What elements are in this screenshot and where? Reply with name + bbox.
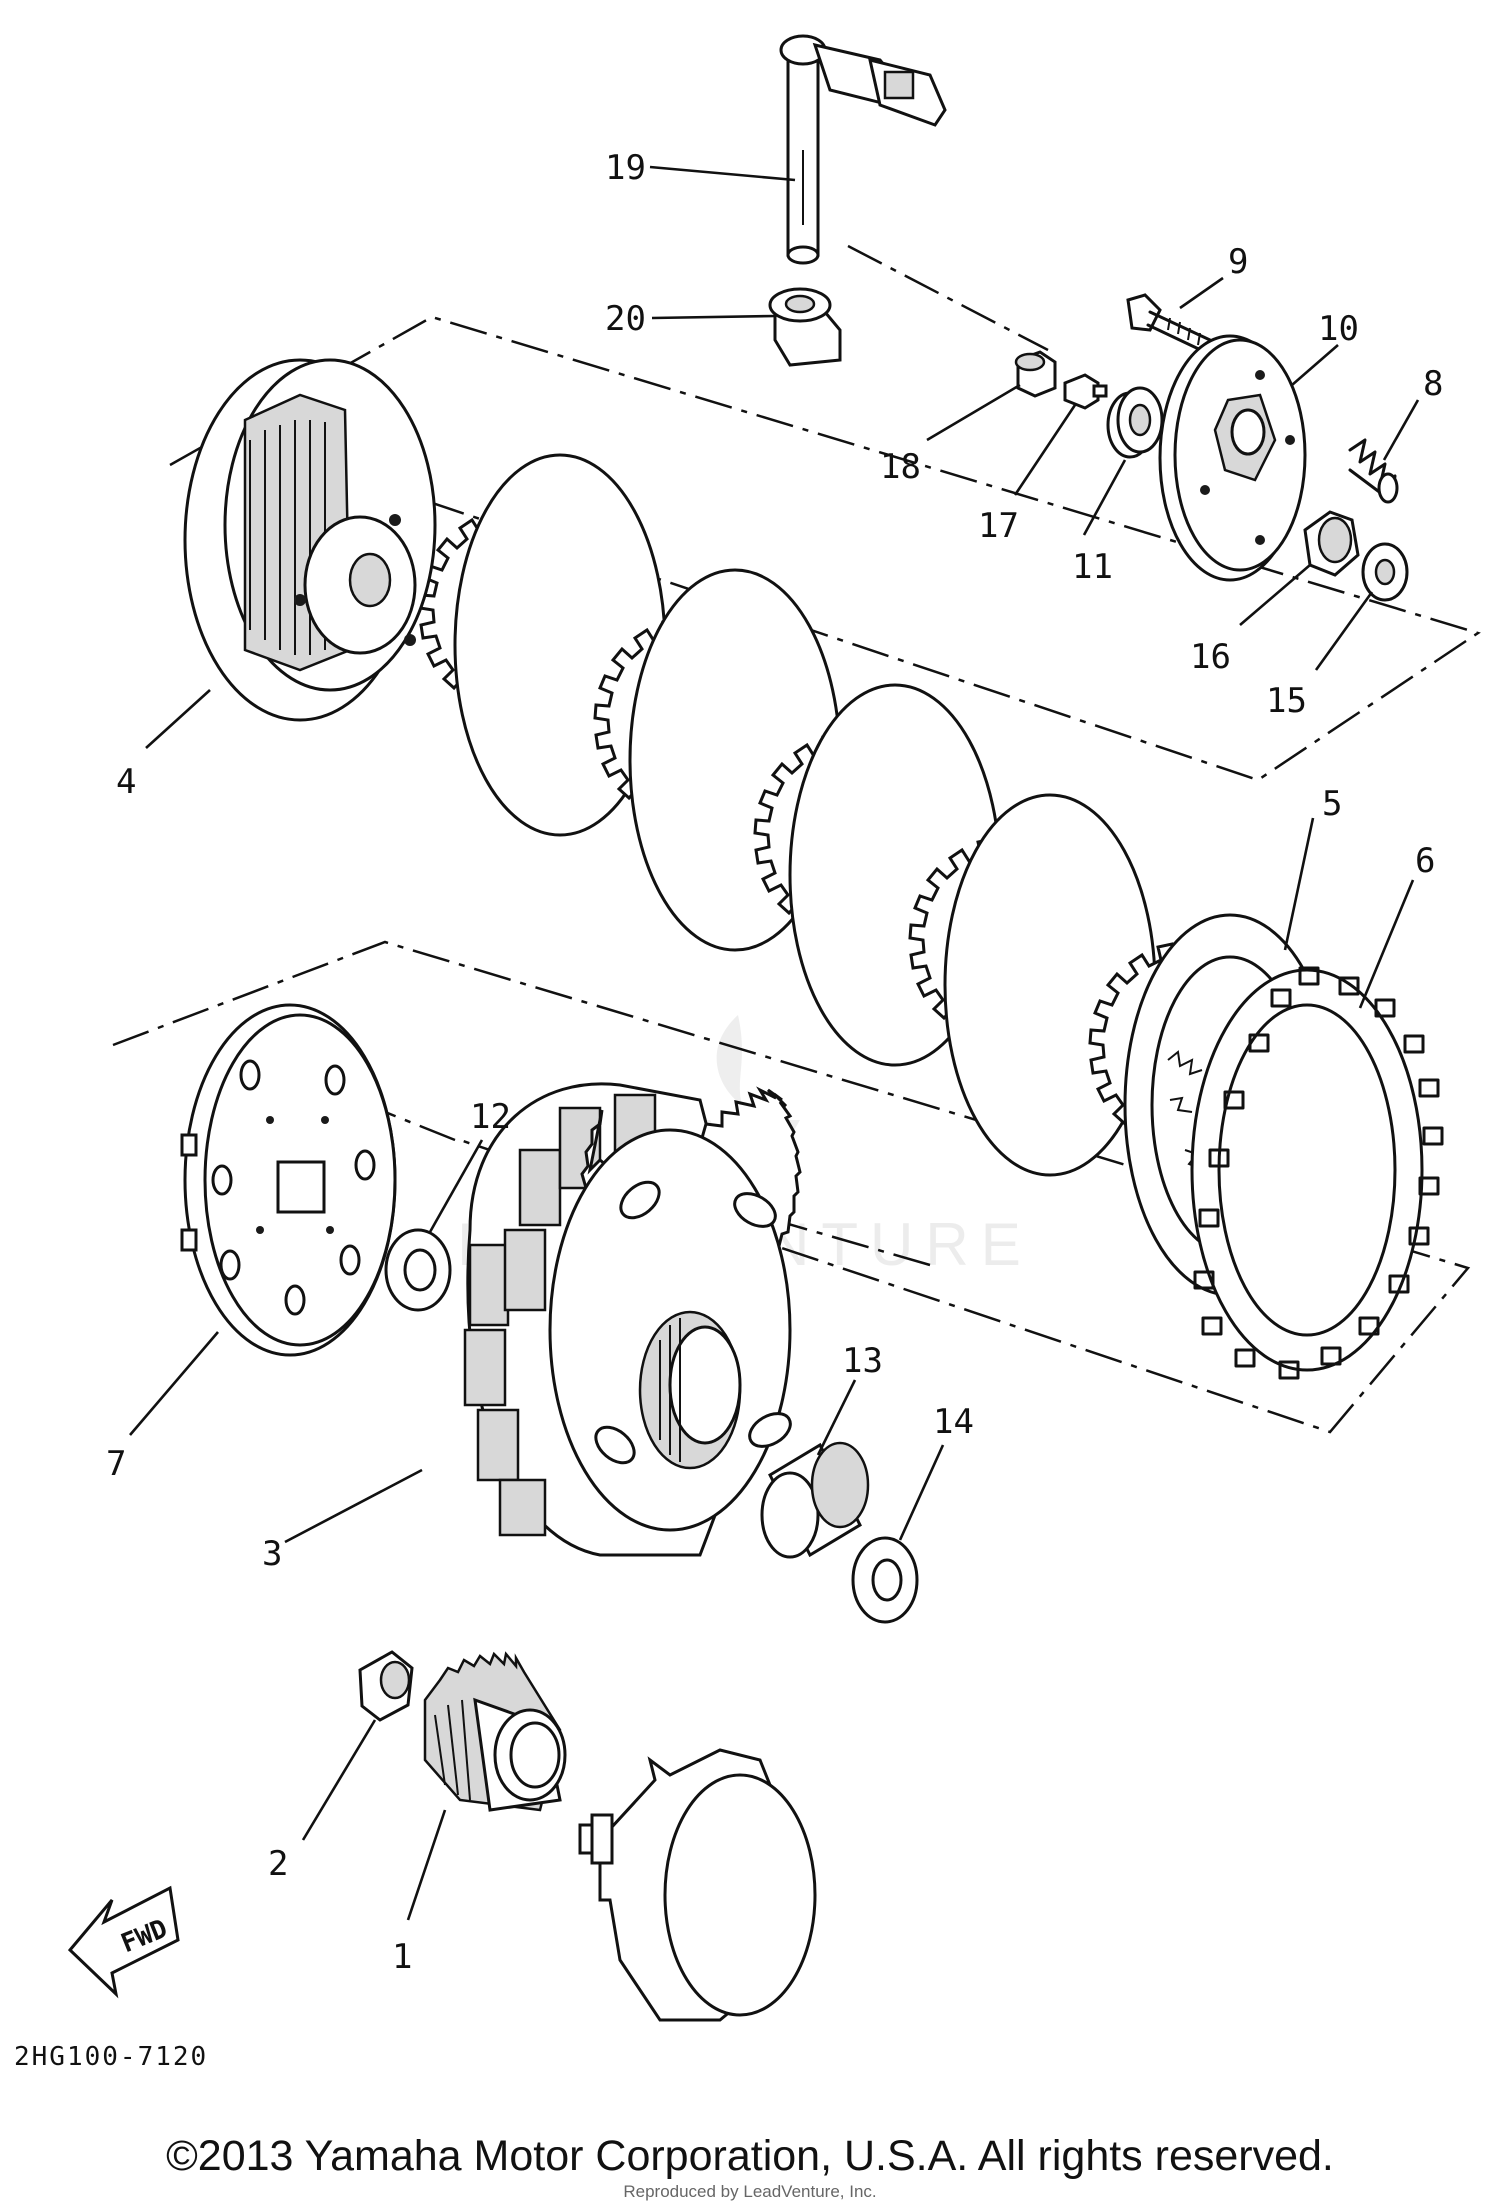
clutch-boss-part-4 bbox=[183, 358, 437, 722]
callout-18: 18 bbox=[880, 447, 921, 487]
clutch-housing-part-3 bbox=[463, 1082, 802, 1557]
callout-1: 1 bbox=[392, 1937, 412, 1977]
leader-lines bbox=[129, 165, 1420, 1921]
copyright-notice: ©2013 Yamaha Motor Corporation, U.S.A. A… bbox=[166, 2132, 1334, 2180]
callout-2: 2 bbox=[268, 1844, 288, 1884]
friction-plate-part-6 bbox=[1190, 966, 1444, 1380]
callout-19: 19 bbox=[605, 148, 646, 188]
bolt-part-9 bbox=[1126, 293, 1212, 354]
callout-10: 10 bbox=[1318, 309, 1359, 349]
washer-part-14 bbox=[851, 1536, 919, 1624]
callout-labels: 1 2 3 4 5 6 7 8 9 10 11 12 13 14 15 16 1… bbox=[106, 148, 1443, 1977]
callout-7: 7 bbox=[106, 1444, 126, 1484]
bearing-part-11 bbox=[1106, 386, 1164, 459]
callout-17: 17 bbox=[978, 506, 1019, 546]
push-rod-part-17 bbox=[1063, 373, 1108, 410]
plug-part-18 bbox=[1014, 350, 1057, 398]
callout-8: 8 bbox=[1423, 364, 1443, 404]
drive-gear-part-1 bbox=[423, 1651, 567, 1812]
nut-part-16 bbox=[1303, 510, 1360, 577]
callout-3: 3 bbox=[262, 1534, 282, 1574]
callout-11: 11 bbox=[1072, 547, 1113, 587]
callout-15: 15 bbox=[1266, 681, 1307, 721]
callout-13: 13 bbox=[842, 1341, 883, 1381]
washer-part-12 bbox=[384, 1228, 452, 1312]
callout-9: 9 bbox=[1228, 242, 1248, 282]
callout-5: 5 bbox=[1322, 784, 1342, 824]
callout-4: 4 bbox=[116, 762, 136, 802]
diagram-code: 2HG100-7120 bbox=[14, 2042, 209, 2072]
reproduced-note: Reproduced by LeadVenture, Inc. bbox=[623, 2182, 877, 2201]
spring-part-8 bbox=[1348, 438, 1399, 504]
washer-part-15 bbox=[1361, 542, 1409, 602]
collar-part-13 bbox=[760, 1441, 870, 1559]
crankshaft-cover bbox=[578, 1748, 817, 2022]
pressure-plate-part-10 bbox=[1158, 334, 1307, 582]
push-lever-part-19 bbox=[779, 34, 947, 265]
pressure-plate-part-7 bbox=[180, 1003, 397, 1357]
callout-16: 16 bbox=[1190, 637, 1231, 677]
callout-14: 14 bbox=[933, 1402, 974, 1442]
callout-12: 12 bbox=[470, 1097, 511, 1137]
nut-part-2 bbox=[358, 1650, 414, 1722]
fwd-direction-arrow-icon: FWD bbox=[67, 1885, 180, 1999]
callout-6: 6 bbox=[1415, 841, 1435, 881]
callout-20: 20 bbox=[605, 299, 646, 339]
oil-seal-part-20 bbox=[768, 287, 842, 367]
